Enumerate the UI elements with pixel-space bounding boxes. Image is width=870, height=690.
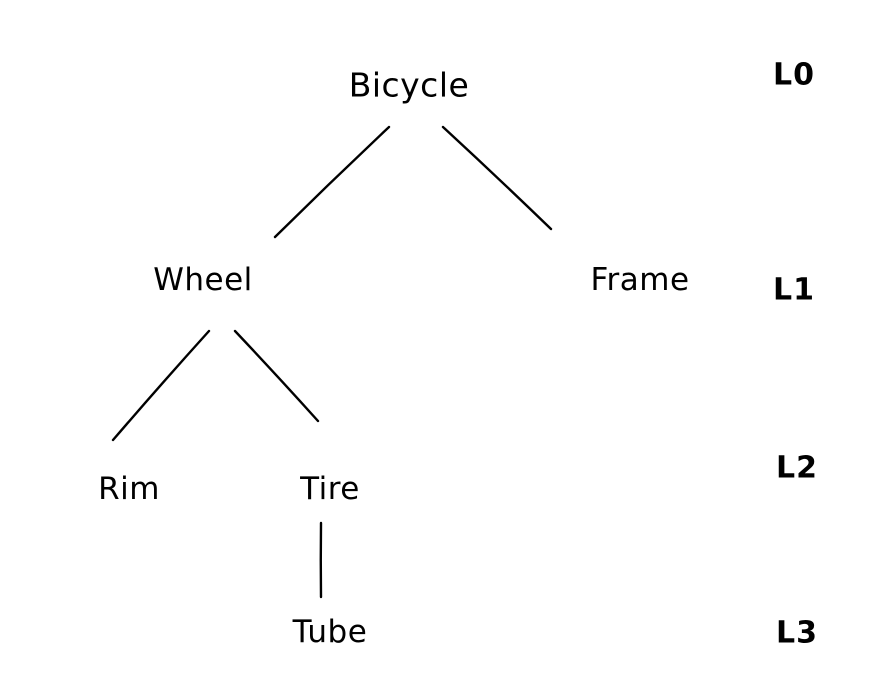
level-label-l3: L3 xyxy=(776,615,818,651)
edge-wheel-tire xyxy=(233,329,320,423)
level-label-l0: L0 xyxy=(773,57,815,93)
edge-bicycle-wheel xyxy=(273,125,391,239)
edge-wheel-rim xyxy=(111,329,211,442)
node-wheel[interactable]: Wheel xyxy=(153,262,253,298)
node-tube[interactable]: Tube xyxy=(292,614,368,650)
node-frame[interactable]: Frame xyxy=(590,262,690,298)
level-label-l2: L2 xyxy=(776,450,818,486)
edge-bicycle-frame xyxy=(441,125,553,231)
node-rim[interactable]: Rim xyxy=(98,471,160,507)
node-bicycle[interactable]: Bicycle xyxy=(348,65,470,105)
level-label-l1: L1 xyxy=(773,272,815,308)
node-tire[interactable]: Tire xyxy=(300,471,360,507)
